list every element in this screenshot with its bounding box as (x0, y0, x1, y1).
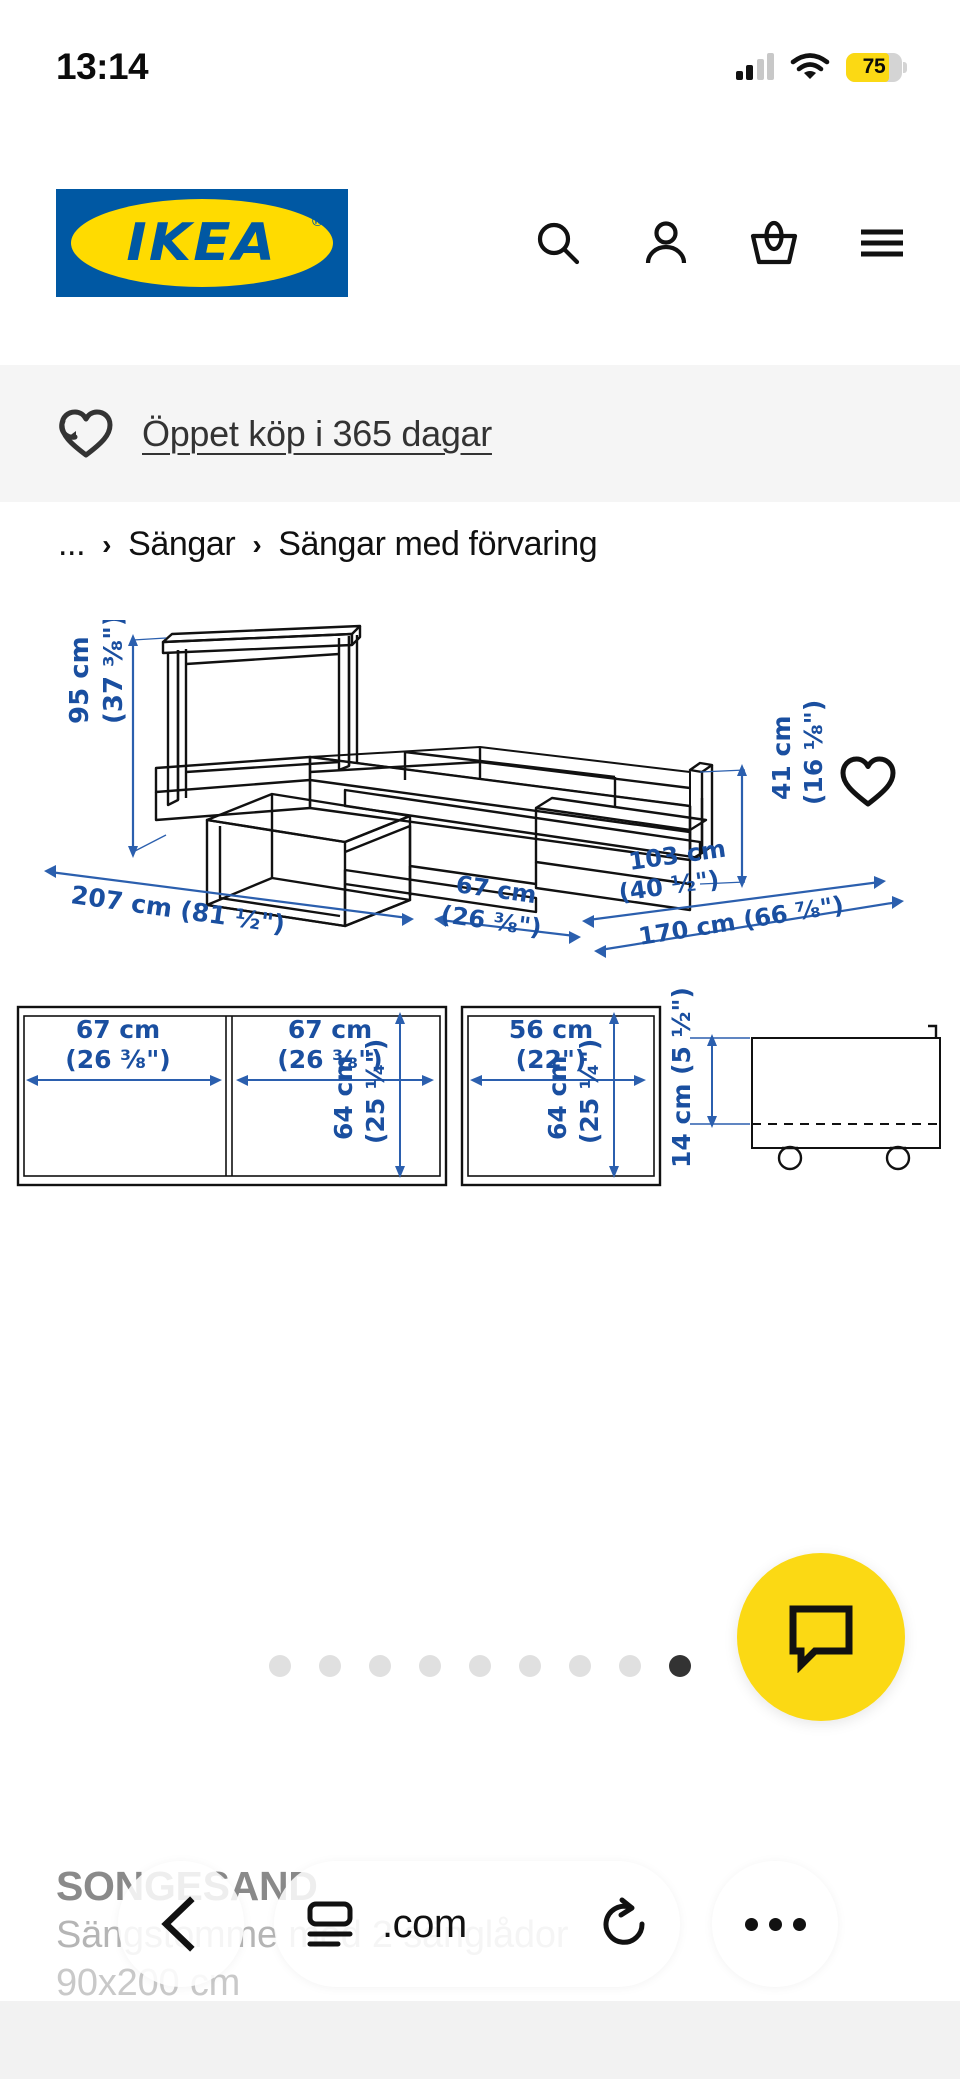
menu-icon[interactable] (856, 217, 908, 269)
pagination-dot[interactable] (519, 1655, 541, 1677)
status-bar: 13:14 75 (0, 0, 960, 120)
browser-back-button[interactable] (118, 1861, 244, 1987)
search-icon[interactable] (532, 217, 584, 269)
breadcrumb-separator: › (102, 528, 112, 560)
pagination-dot[interactable] (369, 1655, 391, 1677)
pagination-dot[interactable] (269, 1655, 291, 1677)
browser-more-button[interactable] (712, 1861, 838, 1987)
chat-bubble-icon (789, 1605, 853, 1673)
site-header: IKEA ® (0, 120, 960, 365)
dimension-label-95in: (37 ³⁄₈") (99, 620, 129, 724)
signal-bars-icon (735, 53, 774, 80)
pagination-dot[interactable] (419, 1655, 441, 1677)
return-policy-text: Öppet köp i 365 dagar (142, 412, 492, 454)
more-dots-icon (744, 1917, 806, 1931)
pagination-dot[interactable] (319, 1655, 341, 1677)
reload-icon[interactable] (598, 1896, 650, 1952)
battery-indicator: 75 (846, 52, 907, 82)
dimension-label-67in-b: (26 ³⁄₈") (277, 1045, 382, 1074)
return-heart-icon (59, 409, 113, 457)
breadcrumb: ... › Sängar › Sängar med förvaring (58, 525, 598, 564)
status-indicators: 75 (735, 38, 907, 82)
basket-icon[interactable] (748, 217, 800, 269)
reader-mode-icon[interactable] (304, 1898, 356, 1950)
dimension-label-14cm: 14 cm (5 ½") (667, 987, 696, 1168)
dimension-label-41in: (16 ⅛") (799, 700, 828, 805)
heart-outline-icon[interactable] (838, 752, 898, 812)
dimension-label-64in-b: (25 ¼") (575, 1039, 604, 1144)
dimension-label-64cm-a: 64 cm (329, 1056, 358, 1140)
dimension-label-67cm-b: 67 cm (288, 1015, 372, 1044)
chat-button[interactable] (737, 1553, 905, 1721)
return-policy-banner[interactable]: Öppet köp i 365 dagar (0, 365, 960, 502)
account-icon[interactable] (640, 217, 692, 269)
browser-url-bar[interactable]: .com (274, 1861, 680, 1987)
dimension-label-64cm-b: 64 cm (543, 1056, 572, 1140)
breadcrumb-item-ellipsis[interactable]: ... (58, 525, 86, 563)
battery-level: 75 (862, 55, 886, 78)
browser-toolbar: .com (0, 1849, 960, 2079)
dimension-label-41cm: 41 cm (767, 716, 796, 800)
pagination-dot[interactable] (469, 1655, 491, 1677)
breadcrumb-item-sangar-med-forvaring[interactable]: Sängar med förvaring (278, 525, 598, 563)
pagination-dot-active[interactable] (669, 1655, 691, 1677)
url-text: .com (382, 1901, 467, 1946)
status-time: 13:14 (56, 46, 149, 87)
pagination-dot[interactable] (619, 1655, 641, 1677)
ikea-logo[interactable]: IKEA ® (56, 188, 348, 297)
registered-mark-icon: ® (311, 212, 323, 230)
dimension-label-64in-a: (25 ¼") (361, 1039, 390, 1144)
breadcrumb-item-sangar[interactable]: Sängar (128, 525, 236, 563)
dimension-label-95cm: 95 cm (65, 636, 95, 724)
dimension-label-67in-a: (26 ³⁄₈") (65, 1045, 170, 1074)
pagination-dot[interactable] (569, 1655, 591, 1677)
ikea-logo-text: IKEA (126, 212, 278, 273)
browser-bottom-strip (0, 2001, 960, 2079)
header-icon-group (532, 217, 908, 269)
gallery-pagination (0, 1655, 960, 1677)
breadcrumb-separator: › (252, 528, 262, 560)
dimension-label-56cm: 56 cm (509, 1015, 593, 1044)
back-chevron-icon (161, 1896, 195, 1952)
dimension-drawing: 95 cm (37 ³⁄₈") 207 cm (81 ½") 67 cm (26… (16, 620, 941, 1187)
dimension-label-67cm-a: 67 cm (76, 1015, 160, 1044)
dimension-label-56in: (22") (516, 1045, 587, 1074)
product-gallery: 95 cm (37 ³⁄₈") 207 cm (81 ½") 67 cm (26… (0, 620, 960, 1610)
wifi-icon (790, 53, 830, 79)
